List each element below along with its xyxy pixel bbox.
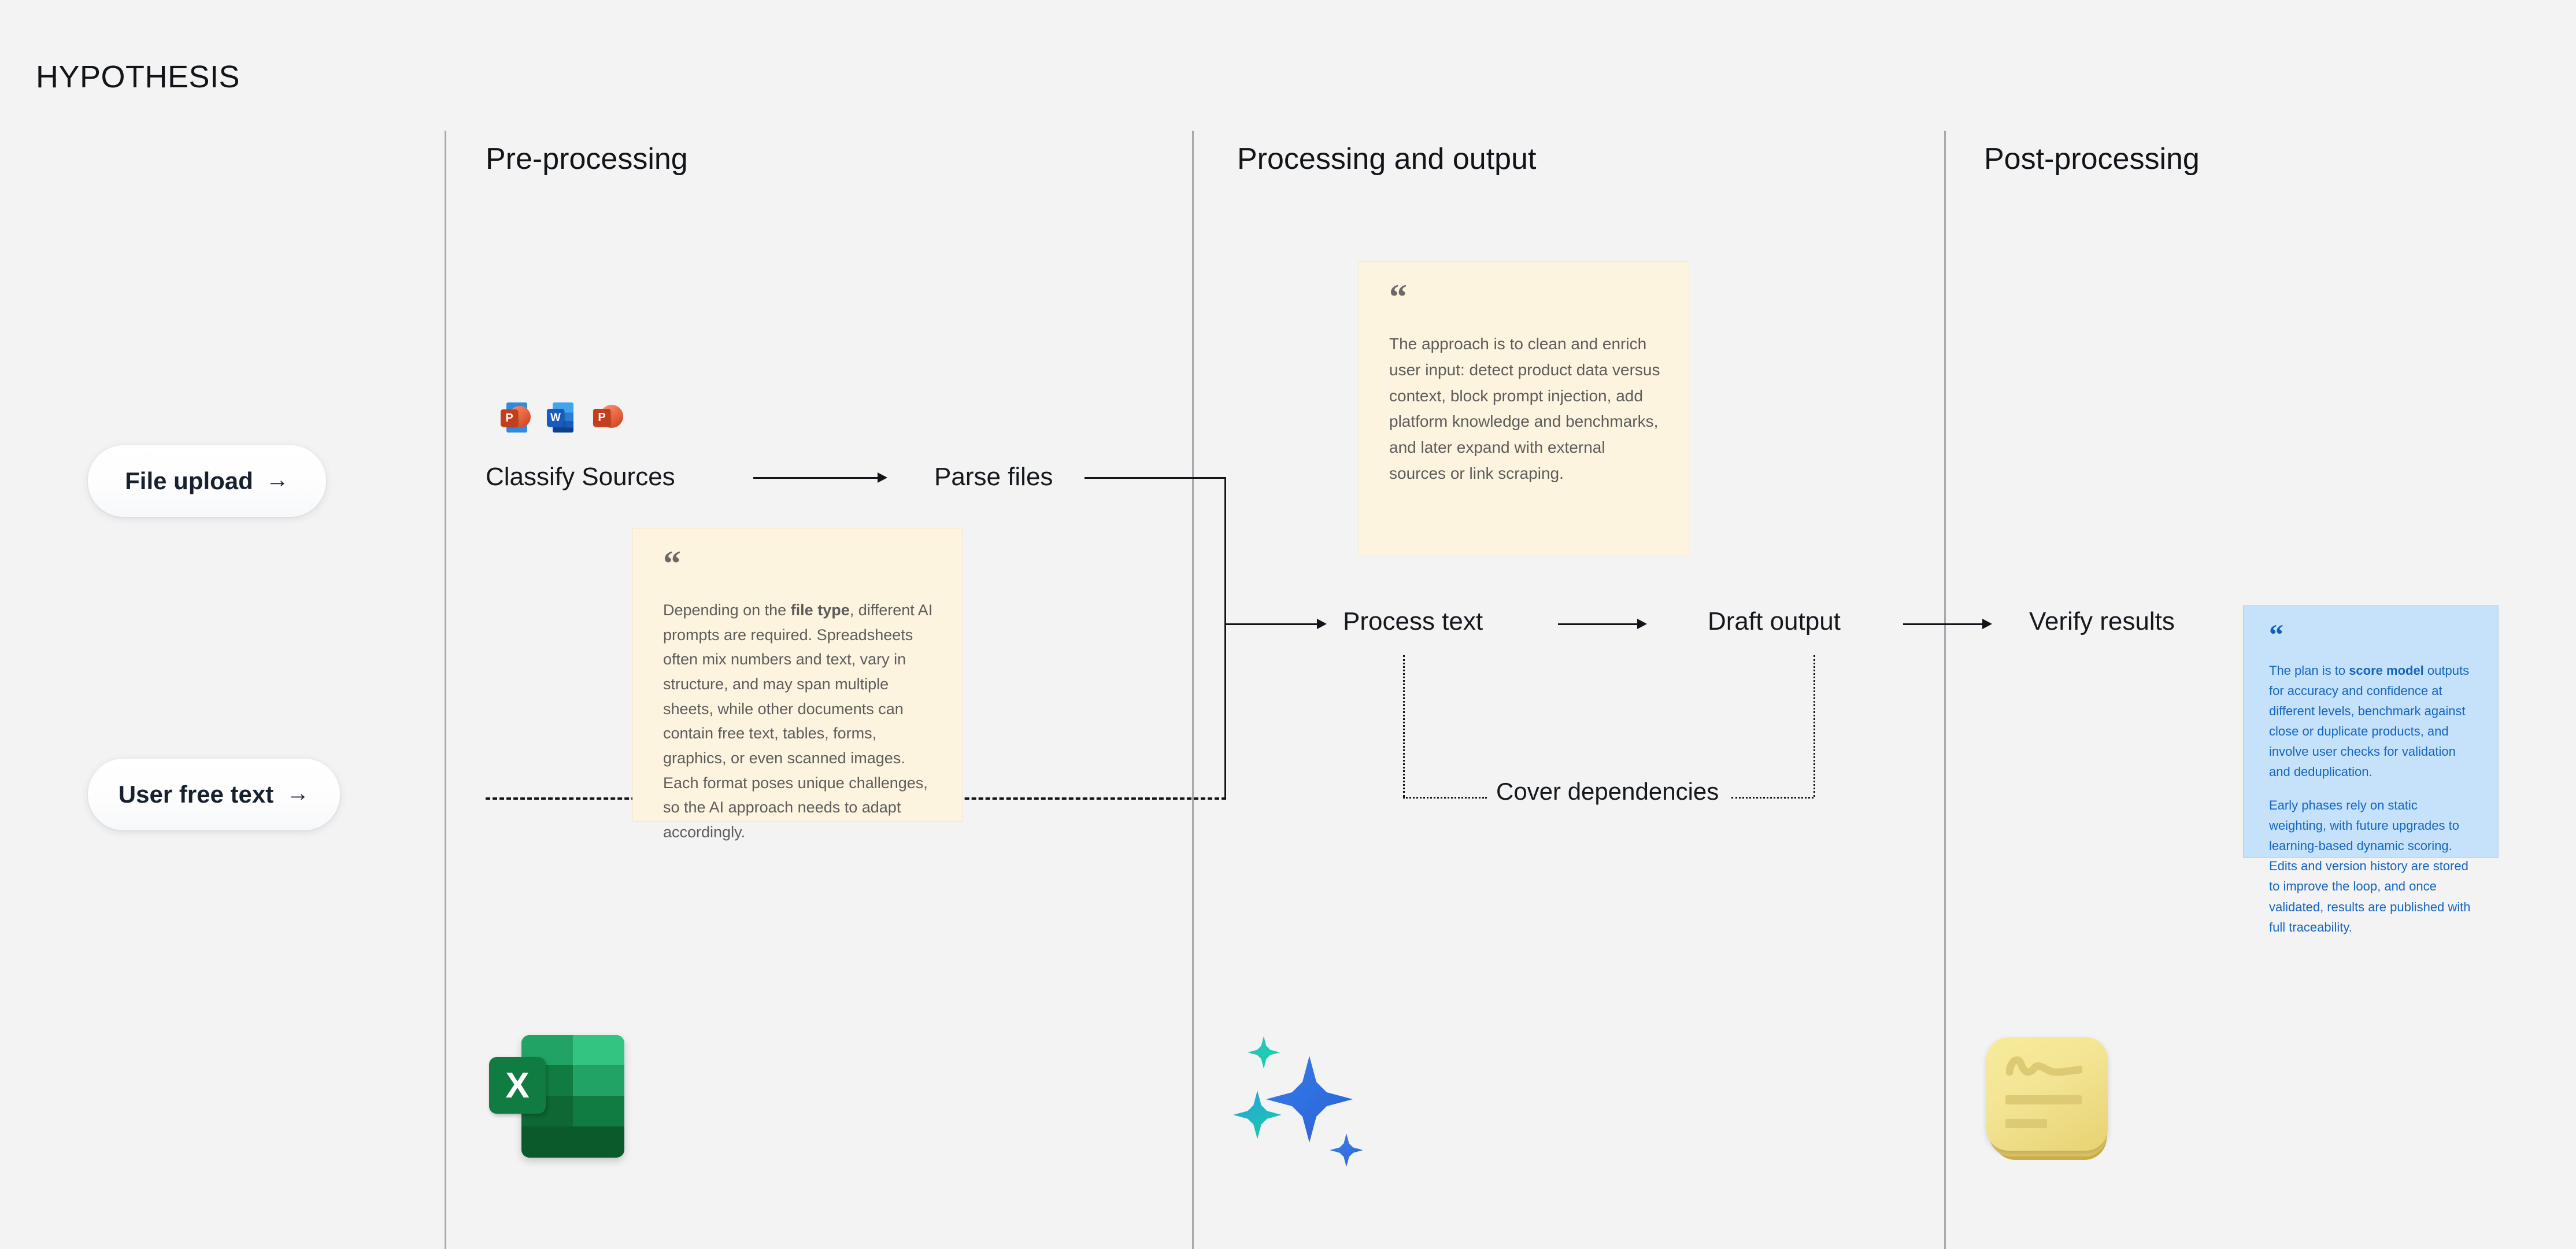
bracket-left-edge: [1403, 655, 1405, 797]
column-heading-pre-processing: Pre-processing: [486, 142, 688, 176]
connector-draft-to-verify: [1903, 623, 1984, 625]
connector-process-to-draft: [1558, 623, 1639, 625]
quote-icon: “: [663, 544, 681, 583]
source-file-icons: P W P: [501, 402, 623, 435]
connector-to-process-text: [1224, 623, 1319, 625]
bracket-bottom-right: [1731, 797, 1813, 799]
arrowhead-icon: [1637, 619, 1647, 629]
pill-label: User free text: [118, 781, 274, 808]
node-cover-dependencies[interactable]: Cover dependencies: [1496, 778, 1719, 805]
entry-pill-file-upload[interactable]: File upload →: [88, 445, 326, 517]
quote-icon: “: [1389, 278, 1407, 317]
sticky-notes-icon: [1983, 1034, 2117, 1166]
connector-classify-to-parse: [753, 477, 879, 479]
note-body-paragraph-1: The plan is to score model outputs for a…: [2269, 663, 2470, 779]
note-score-model: “ The plan is to score model outputs for…: [2243, 605, 2499, 934]
node-classify-sources[interactable]: Classify Sources: [486, 463, 675, 491]
microsoft-excel-icon: X: [489, 1035, 624, 1168]
column-divider-2: [1192, 131, 1194, 1249]
node-parse-files[interactable]: Parse files: [934, 463, 1053, 491]
column-heading-processing: Processing and output: [1237, 142, 1537, 176]
note-bold-term: file type: [790, 601, 850, 619]
arrow-right-icon: →: [286, 781, 310, 806]
column-divider-3: [1944, 131, 1946, 1249]
note-body: The approach is to clean and enrich user…: [1389, 335, 1660, 483]
page-title: HYPOTHESIS: [36, 60, 240, 94]
pill-label: File upload: [125, 467, 253, 494]
sparkle-large-blue-icon: [1266, 1056, 1353, 1143]
bracket-right-edge: [1813, 655, 1815, 797]
excel-letter: X: [489, 1057, 546, 1114]
notes-line-2: [2005, 1119, 2047, 1128]
icon-letter: P: [501, 409, 518, 427]
arrowhead-icon: [878, 472, 887, 483]
icon-letter: W: [547, 409, 564, 427]
notes-squiggle-icon: [2006, 1056, 2082, 1076]
bracket-bottom-left: [1403, 797, 1487, 799]
column-heading-post-processing: Post-processing: [1984, 142, 2200, 176]
node-draft-output[interactable]: Draft output: [1708, 607, 1841, 635]
quote-icon: “: [2269, 618, 2283, 651]
powerpoint-icon: P: [593, 402, 623, 435]
note-body-paragraph-2: Early phases rely on static weighting, w…: [2269, 797, 2471, 934]
connector-parse-vertical: [1224, 477, 1226, 799]
sparkle-small-blue-icon: [1330, 1133, 1363, 1167]
entry-pill-user-free-text[interactable]: User free text →: [88, 759, 340, 830]
arrowhead-icon: [1317, 619, 1327, 629]
sparkle-small-teal-icon: [1248, 1036, 1280, 1069]
powerpoint-blue-icon: P: [501, 402, 531, 435]
node-process-text[interactable]: Process text: [1343, 607, 1483, 635]
note-approach: “ The approach is to clean and enrich us…: [1359, 261, 1689, 556]
notes-front-card: [1986, 1037, 2108, 1151]
icon-letter: P: [593, 409, 610, 427]
note-file-type: “ Depending on the file type, different …: [632, 528, 963, 841]
note-bold-term: score model: [2349, 663, 2424, 678]
note-body: Depending on the file type, different AI…: [663, 601, 933, 841]
node-verify-results[interactable]: Verify results: [2029, 607, 2175, 635]
gemini-sparkle-icon: [1230, 1028, 1375, 1173]
column-divider-1: [445, 131, 446, 1249]
connector-parse-out: [1085, 477, 1225, 479]
arrowhead-icon: [1982, 619, 1992, 629]
notes-line-1: [2005, 1095, 2082, 1104]
word-icon: W: [547, 402, 573, 435]
arrow-right-icon: →: [265, 467, 289, 493]
